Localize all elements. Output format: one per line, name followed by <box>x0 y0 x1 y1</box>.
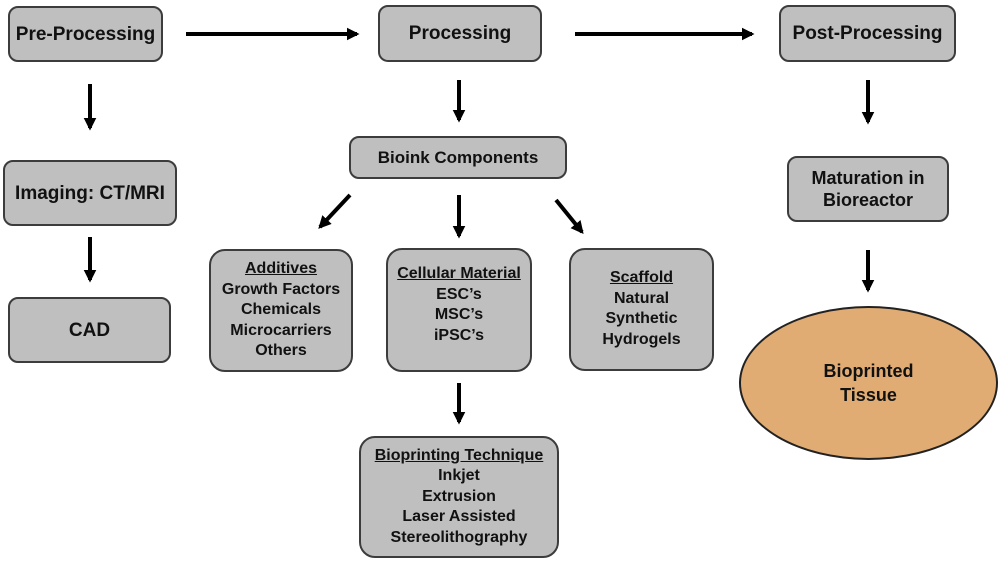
imaging-label: Imaging: CT/MRI <box>15 182 165 204</box>
bioprinted-tissue-line: Bioprinted <box>823 361 914 381</box>
bioink-components-label: Bioink Components <box>377 148 539 167</box>
bioprinting-technique-item: Extrusion <box>422 487 496 505</box>
arrow-bioink-to-additives <box>318 193 352 229</box>
stage-pre-processing-label: Pre-Processing <box>15 23 156 45</box>
scaffold-item: Hydrogels <box>602 330 681 348</box>
arrow-bioink-to-scaffold <box>554 198 584 234</box>
stage-processing: Processing <box>378 5 542 62</box>
cellular-material-header: Cellular Material <box>397 265 521 282</box>
scaffold-item: Synthetic <box>605 310 678 327</box>
cellular-material-item: MSC’s <box>434 306 484 323</box>
cad-label: CAD <box>68 319 111 341</box>
stage-processing-label: Processing <box>408 23 512 44</box>
additives-header: Additives <box>244 260 317 278</box>
bioprinted-tissue-line: Tissue <box>840 385 897 405</box>
cad-box: CAD <box>8 297 171 363</box>
bioprinting-technique-item: Stereolithography <box>390 528 528 546</box>
bioprinting-technique-box: Bioprinting Technique Inkjet Extrusion L… <box>359 436 559 558</box>
cellular-material-box: Cellular Material ESC’s MSC’s iPSC’s <box>386 248 532 372</box>
bioprinting-technique-item: Laser Assisted <box>402 508 516 526</box>
stage-post-processing: Post-Processing <box>779 5 956 62</box>
scaffold-header: Scaffold <box>609 269 674 286</box>
cellular-material-item: iPSC’s <box>433 326 485 344</box>
scaffold-item: Natural <box>613 289 670 307</box>
scaffold-box: Scaffold Natural Synthetic Hydrogels <box>569 248 714 371</box>
bioink-components-box: Bioink Components <box>349 136 567 179</box>
cellular-material-item: ESC’s <box>436 285 482 303</box>
stage-post-processing-label: Post-Processing <box>792 23 943 44</box>
additives-item: Growth Factors <box>221 280 341 298</box>
additives-item: Microcarriers <box>230 321 332 339</box>
maturation-line: Bioreactor <box>822 190 914 210</box>
maturation-line: Maturation in <box>811 168 925 188</box>
imaging-box: Imaging: CT/MRI <box>3 160 177 226</box>
additives-item: Chemicals <box>240 301 322 319</box>
bioprinted-tissue-ellipse: Bioprinted Tissue <box>739 306 998 460</box>
bioprinting-technique-header: Bioprinting Technique <box>374 446 544 464</box>
maturation-box: Maturation in Bioreactor <box>787 156 949 222</box>
additives-box: Additives Growth Factors Chemicals Micro… <box>209 249 353 372</box>
stage-pre-processing: Pre-Processing <box>8 6 163 62</box>
bioprinting-technique-item: Inkjet <box>438 467 480 485</box>
additives-item: Others <box>255 342 307 360</box>
